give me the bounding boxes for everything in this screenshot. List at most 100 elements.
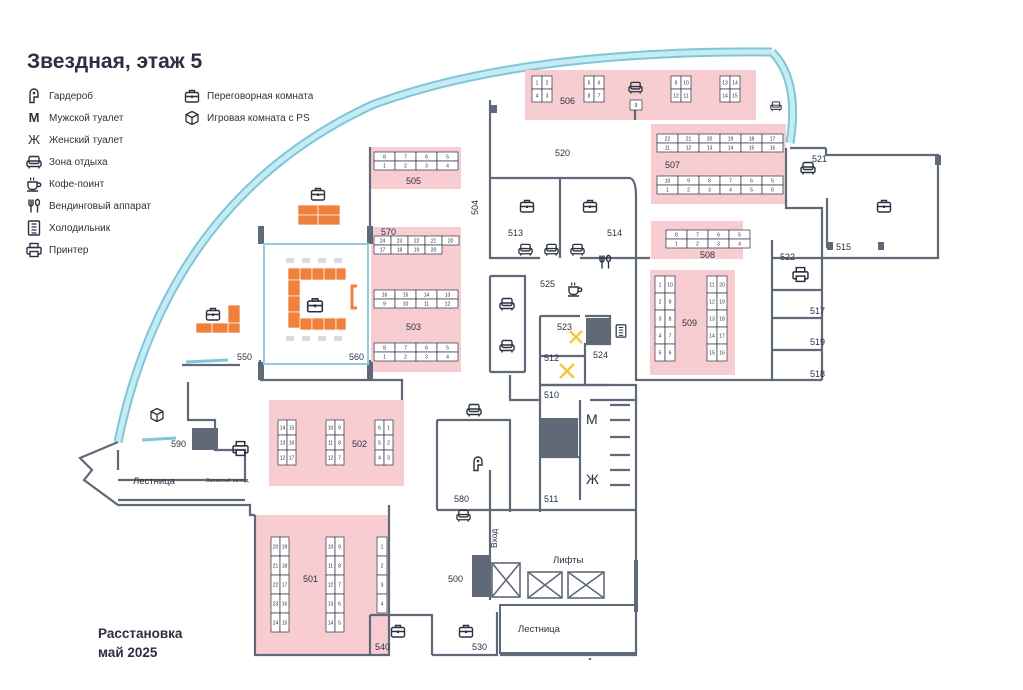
briefcase-icon (184, 88, 200, 104)
desk-number: 22 (273, 583, 279, 589)
desk-number: 4 (738, 242, 741, 248)
desk-number: 18 (719, 317, 725, 323)
meeting-room-560-glass (263, 243, 369, 365)
emergency-exit-label: Запасный выход (206, 477, 249, 484)
desk (629, 99, 643, 111)
room-label-580: 580 (454, 494, 469, 504)
desk-number: 17 (289, 456, 295, 462)
sofa-icon (499, 339, 515, 354)
desk-number: 4 (729, 188, 732, 194)
desk-number: 10 (328, 426, 334, 432)
room-label-501: 501 (303, 574, 318, 584)
womens-toilet-icon: Ж (586, 471, 599, 487)
desk-number: 7 (729, 179, 732, 185)
columns (192, 105, 941, 612)
room-label-560: 560 (349, 352, 364, 362)
sofa-icon (26, 154, 42, 170)
desk-number: 5 (378, 441, 381, 447)
legend-item: Кофе-поинт (26, 176, 104, 192)
desk-number: 7 (598, 94, 601, 100)
sofa-icon (800, 161, 816, 176)
desk-number: 2 (696, 242, 699, 248)
desk-number: 8 (708, 179, 711, 185)
sofa-icon (770, 101, 782, 112)
desk-number: 21 (686, 137, 692, 143)
desk-number: 4 (381, 602, 384, 608)
desk (761, 142, 784, 153)
room-label-507: 507 (665, 160, 680, 170)
desk-number: 2 (404, 164, 407, 170)
desk-number: 11 (328, 441, 333, 447)
desk (376, 593, 388, 614)
desk-number: 8 (338, 564, 341, 570)
desk-number: 13 (709, 317, 715, 323)
room-label-503: 503 (406, 322, 421, 332)
desk (279, 612, 290, 633)
desk-number: 15 (709, 351, 715, 357)
desk-number: 3 (659, 317, 662, 323)
desk-number: 10 (328, 545, 334, 551)
desk-number: 3 (708, 188, 711, 194)
desk-number: 8 (588, 94, 591, 100)
desk-number: 14 (280, 426, 286, 432)
zone-506 (525, 70, 756, 120)
desk (680, 88, 692, 103)
desk (383, 449, 394, 466)
coffee-icon (567, 281, 583, 297)
desk-number: 12 (280, 456, 286, 462)
cross-mark-512 (559, 363, 575, 379)
desk-number: 4 (378, 456, 381, 462)
desk-number: 3 (425, 355, 428, 361)
desk-number: 13 (707, 146, 713, 152)
legend-label: Холодильник (49, 222, 111, 234)
desk-number: 11 (709, 283, 714, 289)
desk-number: 20 (273, 545, 279, 551)
desk-number: 2 (546, 81, 549, 87)
mens-toilet-icon: M (586, 411, 598, 427)
desk-number: 1 (381, 545, 384, 551)
desk-number: 2 (659, 300, 662, 306)
desk-number: 19 (728, 137, 734, 143)
cross-mark-523 (569, 330, 583, 344)
desk-number: 19 (282, 545, 288, 551)
desk-number: 22 (665, 137, 671, 143)
desk-number: 6 (771, 188, 774, 194)
desk-number: 6 (750, 179, 753, 185)
room-label-515: 515 (836, 242, 851, 252)
legend-item: Зона отдыха (26, 154, 108, 170)
desk-number: 18 (397, 248, 403, 254)
desk-number: 20 (448, 239, 454, 245)
desk-number: 15 (282, 621, 288, 627)
sofa-icon (499, 297, 515, 312)
wardrobe-icon (26, 88, 42, 104)
room-label-522: 522 (780, 252, 795, 262)
desk (441, 235, 460, 246)
desk-number: 1 (387, 426, 390, 432)
desk-number: 9 (338, 426, 341, 432)
desk-number: 23 (397, 239, 403, 245)
room-label-525: 525 (540, 279, 555, 289)
desk (664, 343, 676, 362)
desk-number: 20 (431, 248, 437, 254)
desk-number: 17 (719, 334, 725, 340)
lifts-label: Лифты (553, 555, 583, 566)
desk-number: 3 (425, 164, 428, 170)
desk-number: 12 (709, 300, 715, 306)
desk-number: 16 (719, 351, 725, 357)
desk-number: 1 (383, 355, 386, 361)
desk (716, 343, 728, 362)
desk-number: 6 (669, 351, 672, 357)
entrance-label: Вход (489, 529, 499, 548)
desk-number: 24 (380, 239, 386, 245)
desk-number: 13 (445, 293, 451, 299)
desk-number: 1 (659, 283, 662, 289)
desk-number: 17 (380, 248, 386, 254)
desk-number: 6 (717, 233, 720, 239)
desk-number: 7 (338, 456, 341, 462)
desk-number: 16 (289, 441, 295, 447)
room-label-524: 524 (593, 350, 608, 360)
room-label-509: 509 (682, 318, 697, 328)
room-label-523: 523 (557, 322, 572, 332)
desk-number: 5 (771, 179, 774, 185)
legend-item: Игровая комната с PS (184, 110, 310, 126)
